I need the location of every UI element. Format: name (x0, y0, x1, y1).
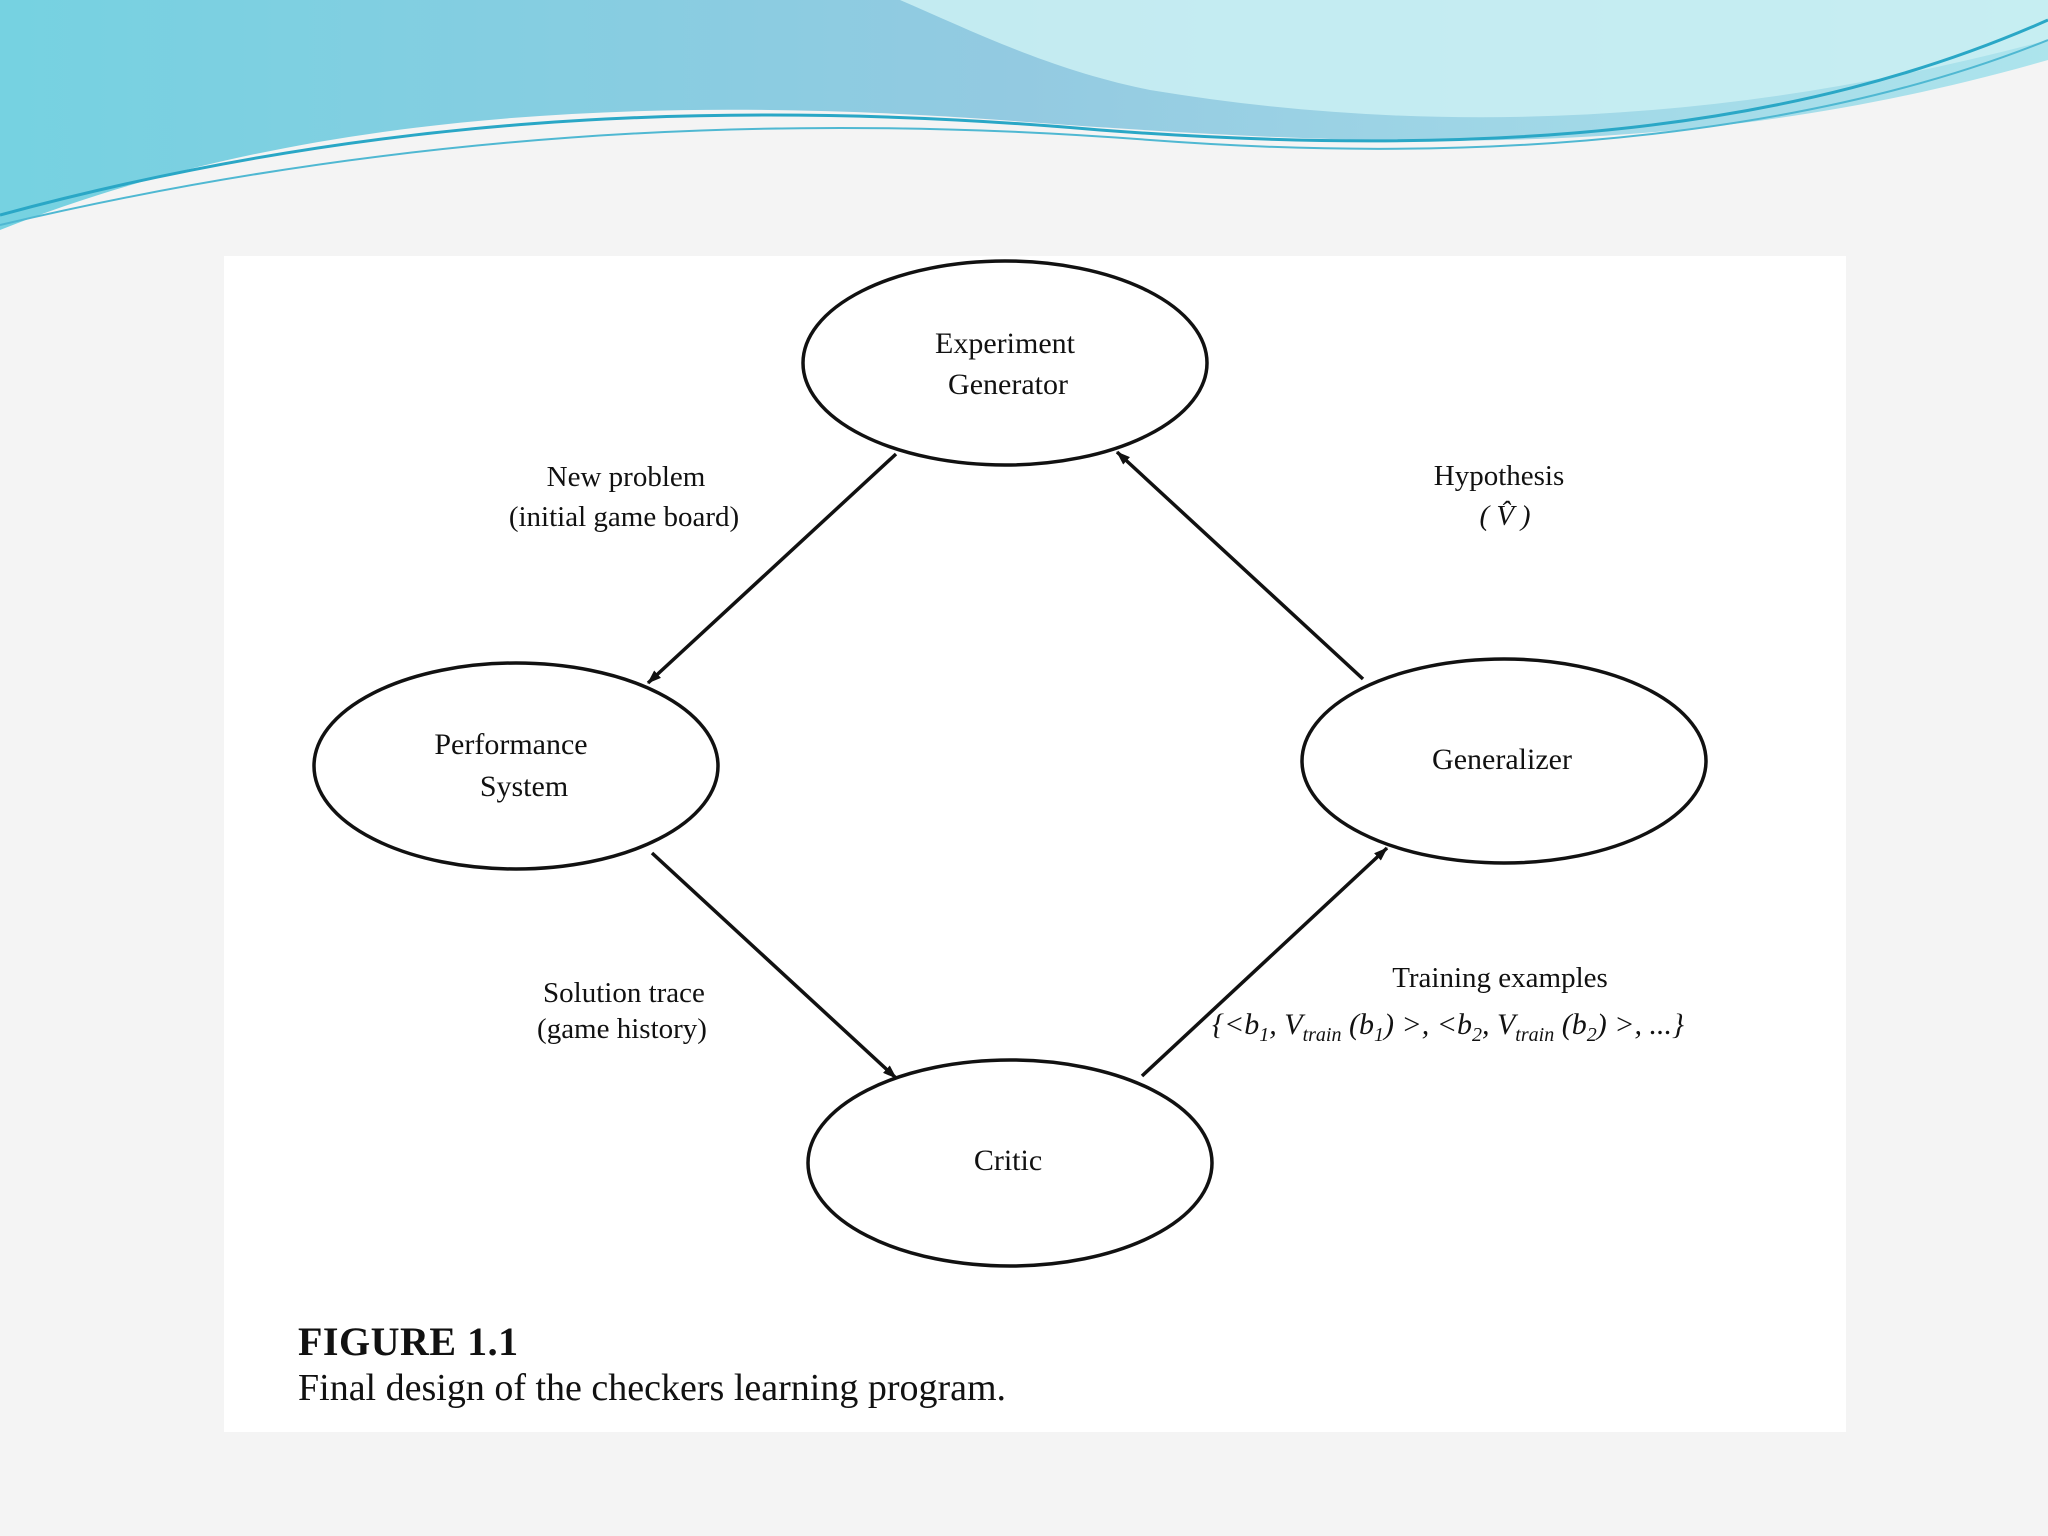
formula-sub-4: 2 (1587, 1024, 1597, 1046)
formula-sub-3: 2 (1472, 1024, 1482, 1046)
formula-open: {<b (1212, 1008, 1259, 1041)
edge-label-hypothesis: Hypothesis ( V̂ ) (1434, 460, 1565, 532)
formula-train-2: train (1515, 1024, 1554, 1046)
figure-caption-title: FIGURE 1.1 (298, 1318, 519, 1365)
formula-arg-2: (b (1554, 1008, 1587, 1041)
formula-mid-3: , V (1482, 1008, 1515, 1041)
training-examples-formula: {<b1, Vtrain (b1) >, <b2, Vtrain (b2) >,… (1212, 1008, 1684, 1047)
formula-mid-2: ) >, <b (1384, 1008, 1472, 1041)
solution-trace-line1: Solution trace (543, 977, 705, 1009)
edge-label-training-examples: Training examples (1392, 962, 1608, 994)
hypothesis-line1: Hypothesis (1434, 460, 1565, 492)
experiment-generator-line2: Generator (948, 368, 1068, 401)
formula-train-1: train (1303, 1024, 1342, 1046)
formula-close: ) >, ...} (1597, 1008, 1684, 1041)
training-examples-line1: Training examples (1392, 962, 1608, 994)
solution-trace-line2: (game history) (537, 1013, 707, 1045)
node-experiment-generator: Experiment Generator (803, 261, 1207, 465)
new-problem-line2: (initial game board) (509, 501, 739, 533)
performance-system-line1: Performance (434, 728, 587, 761)
formula-sub-1: 1 (1259, 1024, 1269, 1046)
formula-sub-2: 1 (1374, 1024, 1384, 1046)
experiment-generator-line1: Experiment (935, 327, 1076, 360)
edge-label-new-problem: New problem (initial game board) (509, 461, 739, 533)
formula-mid-1: , V (1269, 1008, 1302, 1041)
critic-label: Critic (974, 1144, 1042, 1177)
generalizer-label: Generalizer (1432, 743, 1572, 776)
hypothesis-line2: ( V̂ ) (1479, 499, 1530, 532)
new-problem-line1: New problem (547, 461, 706, 493)
performance-system-line2: System (480, 770, 568, 803)
node-generalizer: Generalizer (1302, 659, 1706, 863)
node-critic: Critic (808, 1060, 1212, 1266)
node-performance-system: Performance System (314, 663, 718, 869)
edge-label-solution-trace: Solution trace (game history) (537, 977, 707, 1045)
figure-caption-text: Final design of the checkers learning pr… (298, 1366, 1006, 1410)
arrow-generalizer-to-experiment (1117, 452, 1363, 679)
formula-arg-1: (b (1341, 1008, 1374, 1041)
